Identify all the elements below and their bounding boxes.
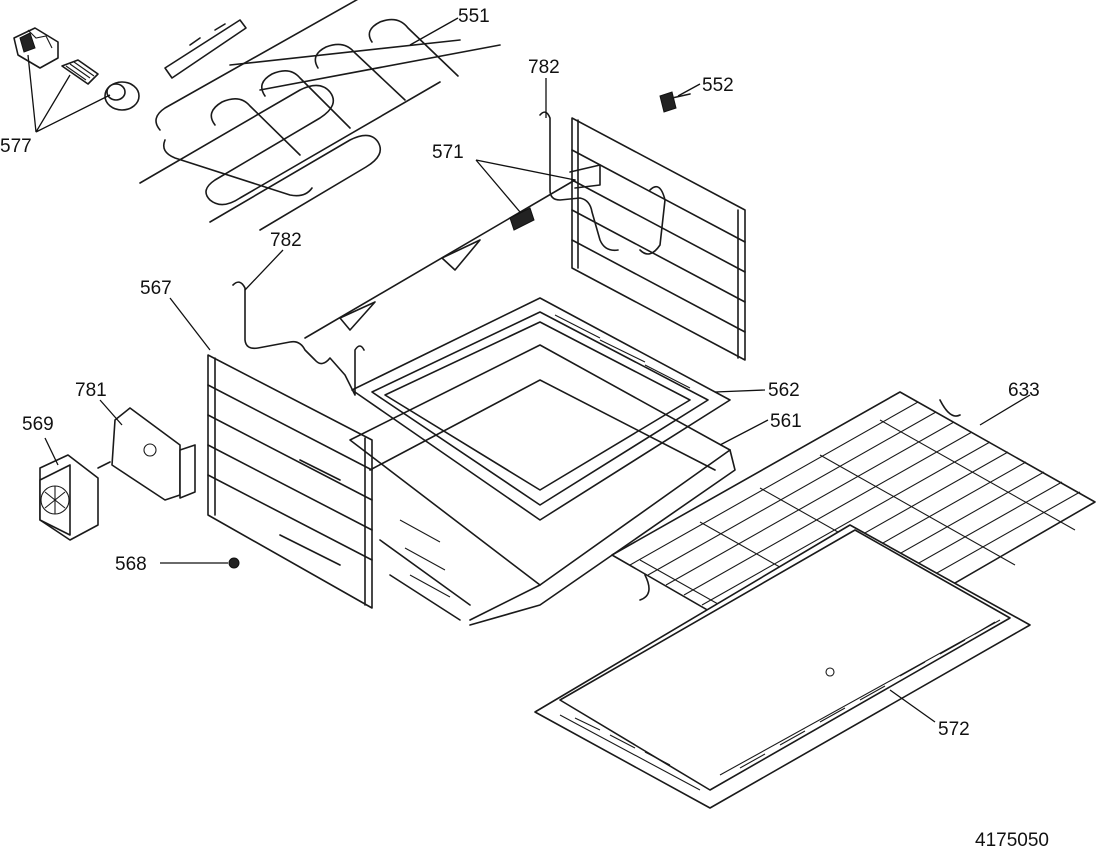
drawing-number: 4175050 xyxy=(975,830,1049,851)
label-571: 571 xyxy=(432,142,464,163)
label-633: 633 xyxy=(1008,380,1040,401)
part-562-tray xyxy=(351,297,731,521)
part-782-rotisserie-support-rear xyxy=(539,111,619,252)
part-567-side-rack xyxy=(207,354,373,609)
label-782-rear: 782 xyxy=(528,57,560,78)
label-562: 562 xyxy=(768,380,800,401)
part-561-tray xyxy=(349,344,736,626)
label-572: 572 xyxy=(938,719,970,740)
label-577: 577 xyxy=(0,136,32,157)
label-551: 551 xyxy=(458,6,490,27)
label-781: 781 xyxy=(75,380,107,401)
part-577-switch-components xyxy=(13,27,140,111)
label-567: 567 xyxy=(140,278,172,299)
part-568-screw xyxy=(228,557,240,569)
label-568: 568 xyxy=(115,554,147,575)
part-551-heating-element xyxy=(139,0,501,231)
part-782-rotisserie-support-front xyxy=(232,281,365,396)
part-569-fan-motor xyxy=(39,454,111,541)
part-labels: 551 552 561 562 567 568 569 571 572 577 … xyxy=(0,6,1040,740)
part-781-bracket xyxy=(111,407,196,501)
part-552-clip xyxy=(659,91,691,113)
label-569: 569 xyxy=(22,414,54,435)
label-552: 552 xyxy=(702,75,734,96)
part-571-rotisserie-spit xyxy=(304,164,601,339)
part-572-baking-sheet xyxy=(534,524,1031,809)
label-782-front: 782 xyxy=(270,230,302,251)
leader-lines xyxy=(27,17,1031,723)
label-561: 561 xyxy=(770,411,802,432)
part-rear-side-rack xyxy=(571,117,746,361)
